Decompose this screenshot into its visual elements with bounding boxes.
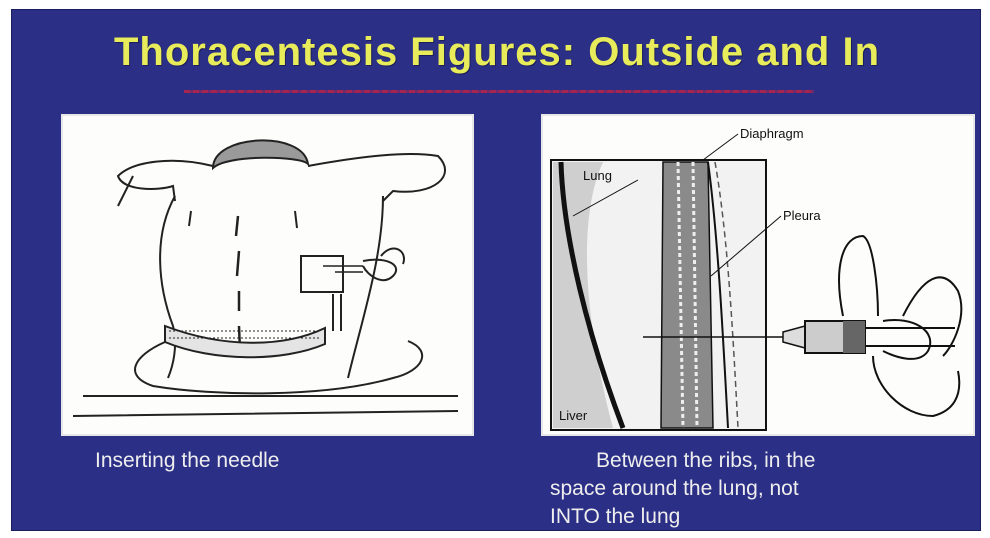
caption-between-ribs: Between the ribs, in the space around th…: [550, 447, 970, 531]
patient-back-illustration: [63, 116, 472, 434]
title-underline: [184, 90, 814, 93]
label-pleura: Pleura: [783, 208, 821, 223]
label-diaphragm: Diaphragm: [740, 126, 804, 141]
caption-line-3: INTO the lung: [550, 503, 970, 531]
caption-line-1: Between the ribs, in the: [550, 447, 970, 475]
cross-section-panel: Diaphragm Lung Pleura Liver: [541, 114, 975, 436]
caption-line-2: space around the lung, not: [550, 475, 970, 503]
back-illustration-panel: [61, 114, 474, 436]
pleural-cross-section-illustration: Diaphragm Lung Pleura Liver: [543, 116, 973, 434]
label-liver: Liver: [559, 408, 588, 423]
slide-title: Thoracentesis Figures: Outside and In: [12, 30, 981, 75]
label-lung: Lung: [583, 168, 612, 183]
slide: Thoracentesis Figures: Outside and In: [11, 9, 981, 531]
caption-inserting-needle: Inserting the needle: [95, 447, 279, 475]
